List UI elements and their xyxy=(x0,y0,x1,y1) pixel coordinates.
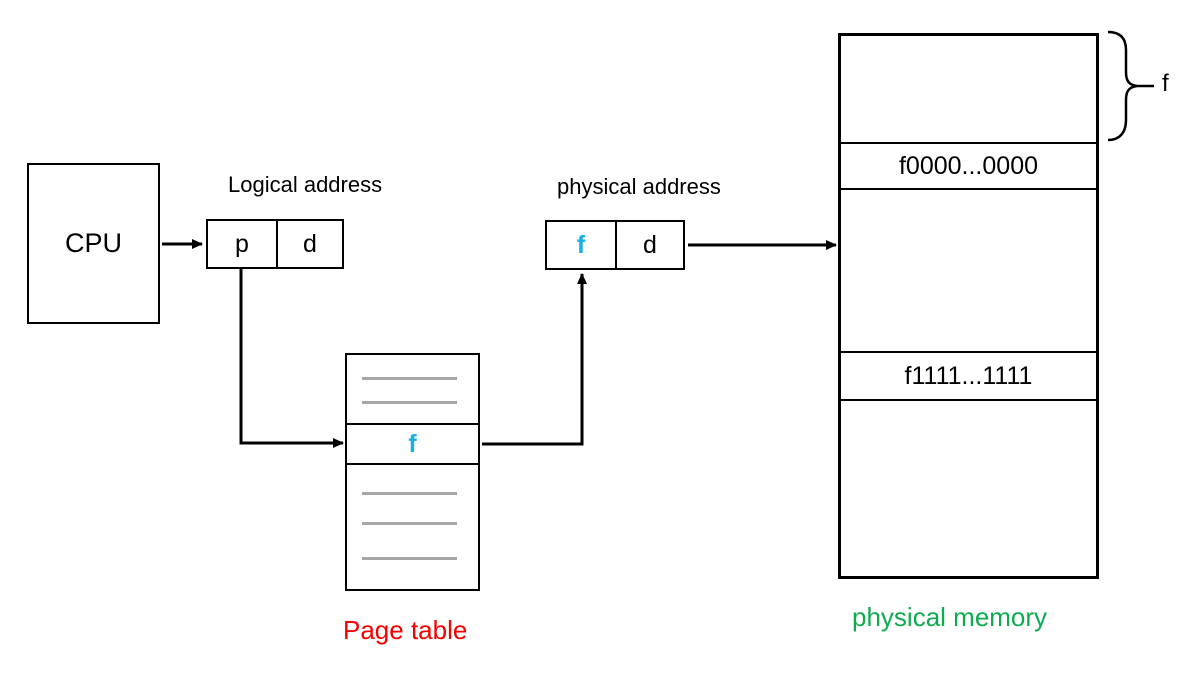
memory-frame-end-row: f1111...1111 xyxy=(841,351,1096,399)
page-table-box: f xyxy=(345,353,480,591)
page-table-entry-line xyxy=(362,401,457,404)
logical-address-title: Logical address xyxy=(228,172,383,197)
physical-address-d-cell: d xyxy=(617,222,683,268)
physical-address-f-cell: f xyxy=(547,222,617,268)
f-field-label: f xyxy=(576,230,586,259)
frame-brace-icon xyxy=(1107,30,1138,142)
p-field-label: p xyxy=(235,229,249,258)
physical-address-title: physical address xyxy=(557,174,721,199)
memory-frame-f xyxy=(841,36,1096,142)
d-field-label: d xyxy=(303,229,317,258)
arrow-page-table-to-f xyxy=(482,273,587,446)
memory-bottom-row xyxy=(841,399,1096,576)
physical-memory-title: physical memory xyxy=(852,602,1048,632)
page-table-entry-line xyxy=(362,557,457,560)
d-field-label: d xyxy=(643,230,657,259)
page-table-entry-line xyxy=(362,522,457,525)
logical-address-box: p d xyxy=(206,219,344,269)
memory-frame-start-row: f0000...0000 xyxy=(841,142,1096,188)
logical-address-p-cell: p xyxy=(208,221,278,267)
frame-brace-label: f xyxy=(1162,70,1169,97)
physical-address-box: f d xyxy=(545,220,685,270)
frame-end-address: f1111...1111 xyxy=(904,361,1033,390)
page-table-title: Page table xyxy=(343,615,468,645)
arrow-p-to-page-table xyxy=(239,269,344,448)
page-table-entry-line xyxy=(362,492,457,495)
page-table-highlighted-entry: f xyxy=(347,423,478,465)
memory-middle-row xyxy=(841,188,1096,351)
cpu-box: CPU xyxy=(27,163,160,324)
physical-memory-box: f0000...0000 f1111...1111 xyxy=(838,33,1099,579)
cpu-label: CPU xyxy=(64,228,122,258)
page-table-f-label: f xyxy=(408,429,417,458)
logical-address-d-cell: d xyxy=(278,221,342,267)
page-table-entry-line xyxy=(362,377,457,380)
frame-start-address: f0000...0000 xyxy=(898,151,1038,180)
